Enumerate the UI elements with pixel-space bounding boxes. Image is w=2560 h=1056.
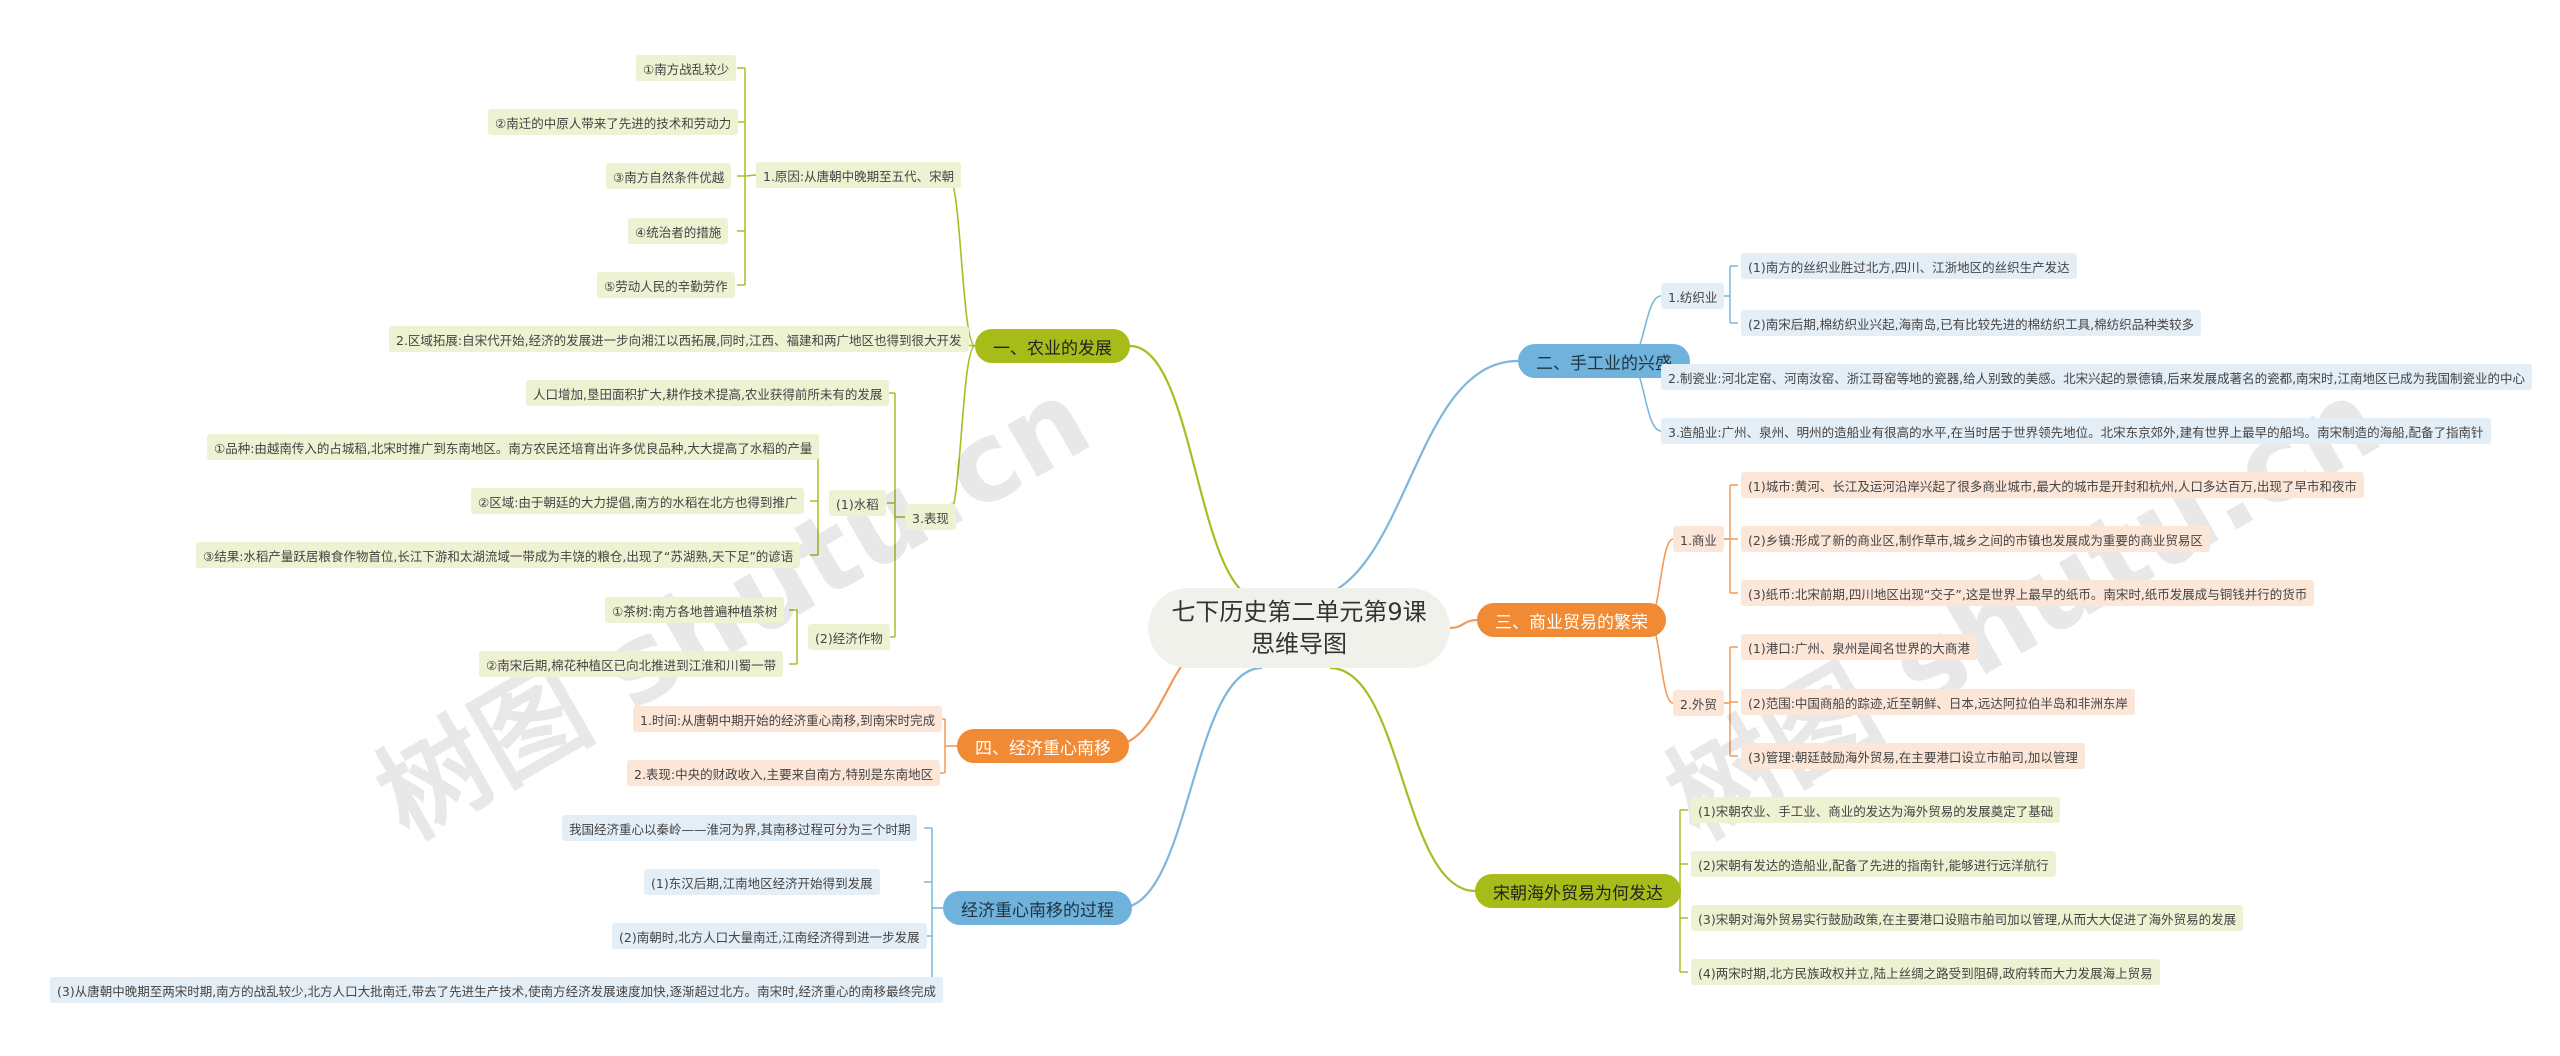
agri-rice-item[interactable]: ①品种:由越南传入的占城稻,北宋时推广到东南地区。南方农民还培育出许多优良品种,… (207, 434, 820, 460)
commerce-item[interactable]: (3)纸币:北宋前期,四川地区出现“交子”,这是世界上最早的纸币。南宋时,纸币发… (1741, 580, 2315, 606)
root-topic[interactable]: 七下历史第二单元第9课思维导图 (1148, 588, 1450, 668)
agri-reason-item[interactable]: ④统治者的措施 (628, 218, 729, 244)
root-line-2: 思维导图 (1251, 630, 1347, 658)
connector-line (1119, 666, 1263, 910)
commerce-item[interactable]: (1)城市:黄河、长江及运河沿岸兴起了很多商业城市,最大的城市是开封和杭州,人口… (1741, 472, 2364, 498)
commerce-item[interactable]: (2)乡镇:形成了新的商业区,制作草市,城乡之间的市镇也发展成为重要的商业贸易区 (1741, 526, 2210, 552)
connector-line (744, 174, 757, 177)
branch-agriculture[interactable]: 一、农业的发展 (975, 329, 1130, 363)
agri-reason-item[interactable]: ⑤劳动人民的辛勤劳作 (597, 272, 735, 298)
branch-commerce[interactable]: 三、商业贸易的繁荣 (1477, 603, 1666, 637)
agri-crops-topic[interactable]: (2)经济作物 (808, 624, 890, 650)
agri-perf-intro[interactable]: 人口增加,垦田面积扩大,耕作技术提高,农业获得前所未有的发展 (526, 380, 890, 406)
branch-overseas-trade[interactable]: 宋朝海外贸易为何发达 (1475, 874, 1681, 908)
foreign-trade-item[interactable]: (1)港口:广州、泉州是闻名世界的大商港 (1741, 634, 1977, 660)
process-item[interactable]: (1)东汉后期,江南地区经济开始得到发展 (644, 869, 880, 895)
handicraft-shipbuilding[interactable]: 3.造船业:广州、泉州、明州的造船业有很高的水平,在当时居于世界领先地位。北宋东… (1661, 418, 2491, 444)
root-line-1: 七下历史第二单元第9课 (1171, 598, 1427, 626)
agri-reason-item[interactable]: ②南迁的中原人带来了先进的技术和劳动力 (488, 109, 739, 135)
branch-economic-center[interactable]: 四、经济重心南移 (957, 729, 1129, 763)
textile-item[interactable]: (1)南方的丝织业胜过北方,四川、江浙地区的丝织生产发达 (1741, 253, 2077, 279)
overseas-item[interactable]: (3)宋朝对海外贸易实行鼓励政策,在主要港口设赔市舶司加以管理,从而大大促进了海… (1691, 905, 2244, 931)
agri-reason-topic[interactable]: 1.原因:从唐朝中晚期至五代、宋朝 (756, 162, 962, 188)
agri-rice-item[interactable]: ②区域:由于朝廷的大力提倡,南方的水稻在北方也得到推广 (471, 488, 805, 514)
agri-perf-topic[interactable]: 3.表现 (905, 504, 956, 530)
agri-reason-item[interactable]: ③南方自然条件优越 (606, 163, 732, 189)
overseas-item[interactable]: (2)宋朝有发达的造船业,配备了先进的指南针,能够进行远洋航行 (1691, 851, 2056, 877)
connector-line (1329, 666, 1476, 893)
handicraft-textile-topic[interactable]: 1.纺织业 (1661, 283, 1725, 309)
connector-line (1449, 618, 1478, 630)
connector-line (947, 345, 976, 518)
center-item[interactable]: 2.表现:中央的财政收入,主要来自南方,特别是东南地区 (627, 760, 941, 786)
process-item[interactable]: (2)南朝时,北方人口大量南迁,江南经济得到进一步发展 (612, 923, 927, 949)
agri-reason-item[interactable]: ①南方战乱较少 (636, 55, 737, 81)
connector-line (1129, 344, 1263, 602)
process-item[interactable]: (3)从唐朝中晚期至两宋时期,南方的战乱较少,北方人口大批南迁,带去了先进生产技… (50, 977, 944, 1003)
branch-shift-process[interactable]: 经济重心南移的过程 (943, 891, 1132, 925)
foreign-trade-item[interactable]: (2)范围:中国商船的踪迹,近至朝鲜、日本,远达阿拉伯半岛和非洲东岸 (1741, 689, 2135, 715)
agri-crops-item[interactable]: ①茶树:南方各地普遍种植茶树 (605, 597, 785, 623)
agri-rice-item[interactable]: ③结果:水稻产量跃居粮食作物首位,长江下游和太湖流域一带成为丰饶的粮仓,出现了“… (196, 542, 801, 568)
overseas-item[interactable]: (1)宋朝农业、手工业、商业的发达为海外贸易的发展奠定了基础 (1691, 797, 2061, 823)
textile-item[interactable]: (2)南宋后期,棉纺织业兴起,海南岛,已有比较先进的棉纺织工具,棉纺织品种类较多 (1741, 310, 2202, 336)
overseas-item[interactable]: (4)两宋时期,北方民族政权并立,陆上丝绸之路受到阻碍,政府转而大力发展海上贸易 (1691, 959, 2160, 985)
foreign-trade-topic[interactable]: 2.外贸 (1673, 690, 1724, 716)
foreign-trade-item[interactable]: (3)管理:朝廷鼓励海外贸易,在主要港口设立市舶司,加以管理 (1741, 743, 2085, 769)
branch-handicraft[interactable]: 二、手工业的兴盛 (1518, 344, 1690, 378)
agri-rice-topic[interactable]: (1)水稻 (829, 490, 886, 516)
connector-line (1299, 359, 1519, 602)
commerce-topic[interactable]: 1.商业 (1673, 526, 1724, 552)
connector-line (947, 174, 976, 347)
agri-crops-item[interactable]: ②南宋后期,棉花种植区已向北推进到江淮和川蜀一带 (479, 651, 784, 677)
center-item[interactable]: 1.时间:从唐朝中期开始的经济重心南移,到南宋时完成 (633, 706, 943, 732)
agri-region[interactable]: 2.区域拓展:自宋代开始,经济的发展进一步向湘江以西拓展,同时,江西、福建和两广… (389, 326, 969, 352)
process-item[interactable]: 我国经济重心以秦岭——淮河为界,其南移过程可分为三个时期 (562, 815, 918, 841)
handicraft-porcelain[interactable]: 2.制瓷业:河北定窑、河南汝窑、浙江哥窑等地的瓷器,给人别致的美感。北宋兴起的景… (1661, 364, 2533, 390)
